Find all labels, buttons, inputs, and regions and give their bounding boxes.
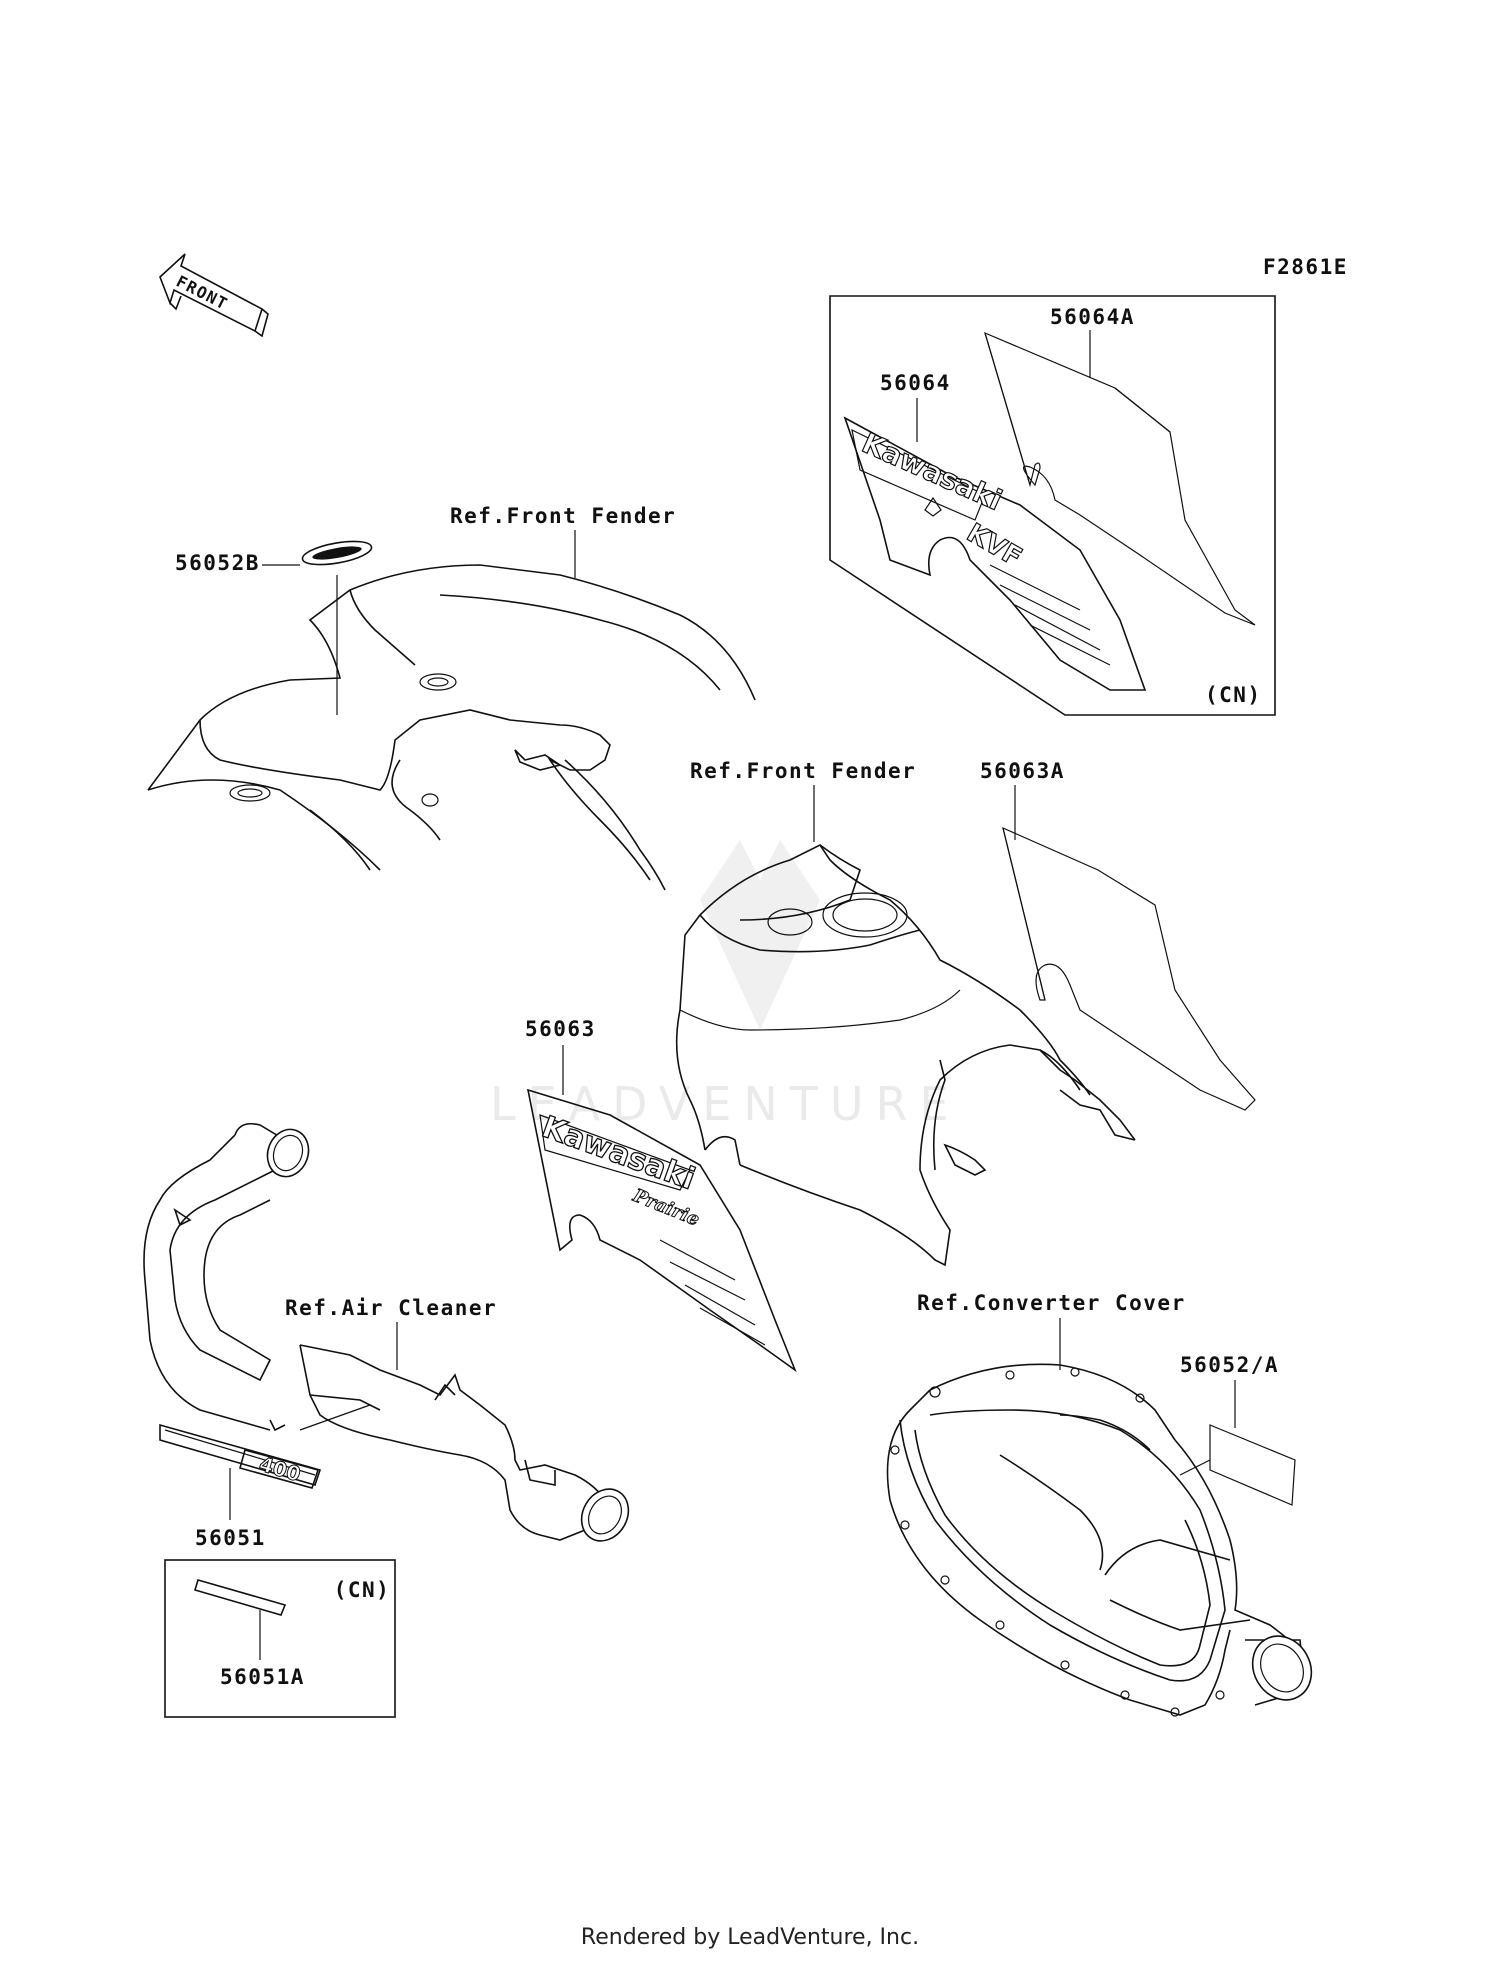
air-cleaner: Ref.Air Cleaner (143, 1122, 630, 1542)
displacement-text: 400 (257, 1452, 304, 1487)
watermark-logo: LEADVENTURE (490, 840, 961, 1131)
part-56063A-label: 56063A (980, 759, 1065, 783)
cn-decal-box: 56064A 56064 Kawasaki KVF (CN) (829, 295, 1276, 716)
front-fender-middle: Ref.Front Fender (675, 759, 1136, 1267)
front-fender-upper: Ref.Front Fender 56052B (147, 504, 756, 891)
kvf-decal: Kawasaki KVF (843, 416, 1147, 691)
cn-box-bottom: (CN) 56051A (164, 1559, 396, 1718)
part-56052A-label: 56052/A (1180, 1353, 1279, 1377)
ref-converter-cover-label: Ref.Converter Cover (917, 1291, 1186, 1315)
ref-air-cleaner-label: Ref.Air Cleaner (285, 1296, 497, 1320)
part-56064-label: 56064 (880, 371, 951, 395)
part-56063A: 56063A (980, 759, 1256, 1111)
part-56063: 56063 Kawasaki Prairie (525, 1017, 797, 1373)
kvf-text: KVF (962, 518, 1027, 573)
prairie-text: Prairie (629, 1185, 702, 1231)
cn-label-top: (CN) (1205, 683, 1262, 707)
part-56051-label: 56051 (195, 1526, 266, 1550)
ref-front-fender-label-2: Ref.Front Fender (690, 759, 916, 783)
figure-code: F2861E (1263, 255, 1348, 279)
kawasaki-text-top: Kawasaki (857, 426, 1007, 517)
front-arrow-icon: FRONT (159, 253, 269, 338)
part-56052B-label: 56052B (175, 551, 260, 575)
footer-credit: Rendered by LeadVenture, Inc. (581, 1925, 919, 1950)
part-56064A-label: 56064A (1050, 305, 1135, 329)
part-56051A-label: 56051A (220, 1665, 305, 1689)
cn-label-bottom: (CN) (334, 1578, 391, 1602)
part-56051: 400 56051 (159, 1423, 322, 1550)
part-56063-label: 56063 (525, 1017, 596, 1041)
ref-front-fender-label-1: Ref.Front Fender (450, 504, 676, 528)
watermark-text: LEADVENTURE (490, 1077, 961, 1131)
part-56052A: 56052/A (1179, 1353, 1296, 1506)
converter-cover: Ref.Converter Cover (886, 1291, 1313, 1717)
